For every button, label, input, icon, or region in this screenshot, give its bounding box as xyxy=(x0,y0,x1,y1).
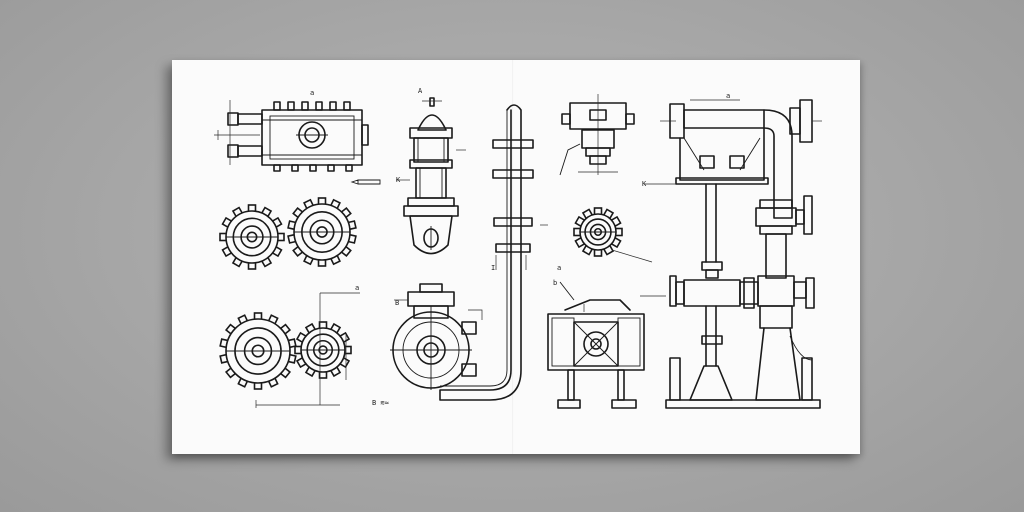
sheet-fold xyxy=(512,60,514,454)
svg-text:I: I xyxy=(491,264,495,272)
j-pipe-assembly: I xyxy=(439,104,548,401)
gear-bottom-right xyxy=(294,321,352,379)
scribble-b: a xyxy=(557,264,561,272)
svg-text:K: K xyxy=(396,176,401,184)
gear-dimension-lines: a xyxy=(255,284,360,408)
arrow-mark xyxy=(350,179,381,185)
svg-text:b: b xyxy=(553,279,557,287)
scribble-c: B xyxy=(395,299,399,307)
gear-top-right xyxy=(287,197,357,267)
svg-text:a: a xyxy=(726,92,730,100)
gearbox-label-mark: a xyxy=(310,89,314,97)
svg-text:a: a xyxy=(355,284,359,292)
gear-pair-lower xyxy=(219,312,352,390)
centrifugal-pump-lower: B ≋≈ xyxy=(372,283,483,407)
gear-right-small xyxy=(573,207,623,257)
bottom-label: B ≋≈ xyxy=(372,399,389,407)
gear-single-right xyxy=(573,207,623,257)
bearing-housing-drawing: b xyxy=(547,279,645,409)
vertical-pump-column: K xyxy=(396,97,466,255)
gear-pair-upper xyxy=(219,197,357,270)
piping-frame-assembly: a K xyxy=(640,92,822,409)
gearbox-pump-drawing: a xyxy=(214,89,369,172)
valve-actuator-drawing xyxy=(559,94,635,176)
scribble-a: A xyxy=(418,87,423,95)
gear-top-left xyxy=(219,204,285,270)
gear-bottom-left xyxy=(219,312,297,390)
svg-text:K: K xyxy=(642,180,647,188)
